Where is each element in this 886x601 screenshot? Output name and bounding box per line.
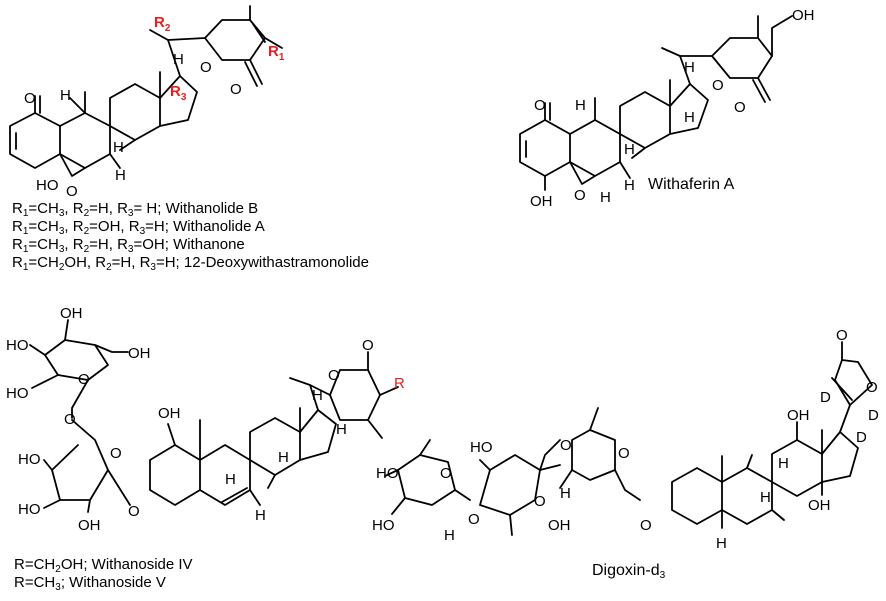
atom-oh: OH: [128, 345, 151, 362]
atom-oh: OH: [78, 517, 101, 534]
atom-ho: HO: [6, 385, 29, 402]
definition-line-3: R1=CH3, R2=H, R3=OH; Withanone: [12, 236, 245, 255]
atom-o-ring: O: [618, 445, 630, 462]
atom-oh: OH: [530, 193, 553, 210]
atom-o-link: O: [64, 411, 76, 428]
withaferin-a-name: Withaferin A: [648, 176, 735, 193]
definition-line-1: R1=CH3, R2=H, R3= H; Withanolide B: [12, 200, 259, 219]
atom-h: H: [173, 51, 184, 68]
atom-d: D: [820, 389, 831, 406]
atom-o-link: O: [560, 437, 572, 454]
atom-h: H: [336, 421, 347, 438]
atom-o-link: O: [468, 511, 480, 528]
atom-o-carbonyl: O: [836, 327, 848, 344]
definition-line-2: R1=CH3, R2=OH, R3=H; Withanolide A: [12, 218, 265, 237]
digoxin-d3-name: Digoxin-d3: [592, 562, 666, 581]
atom-oh: OH: [792, 7, 815, 24]
withanoside-definitions: R=CH2OH; Withanoside IV R=CH3; Withanosi…: [14, 556, 193, 593]
atom-o-carbonyl: O: [230, 81, 242, 98]
atom-h: H: [684, 59, 695, 76]
withanolide-definitions: R1=CH3, R2=H, R3= H; Withanolide B R1=CH…: [12, 200, 369, 273]
atom-h: H: [575, 97, 586, 114]
definition-line-1: R=CH2OH; Withanoside IV: [14, 556, 193, 575]
atom-o-link: O: [640, 517, 652, 534]
r1-label: R1: [268, 43, 285, 63]
withanolide-core-structure: [9, 5, 283, 177]
atom-h: H: [115, 167, 126, 184]
definition-line-4: R1=CH2OH, R2=H, R3=H; 12-Deoxywithastram…: [12, 254, 369, 273]
atom-ho: HO: [18, 451, 41, 468]
atom-oh: OH: [808, 497, 831, 514]
atom-ho: HO: [470, 439, 493, 456]
atom-oh: OH: [787, 407, 810, 424]
r3-label: R3: [170, 83, 187, 103]
atom-o-ring: O: [78, 371, 90, 388]
atom-ho: HO: [372, 517, 395, 534]
atom-h: H: [225, 471, 236, 488]
atom-h: H: [560, 485, 571, 502]
atom-ho: HO: [36, 177, 59, 194]
atom-o-lactone: O: [200, 59, 212, 76]
atom-o-epoxide: O: [574, 187, 586, 204]
digoxin-d3-structure: [384, 341, 873, 536]
atom-oh: OH: [60, 305, 83, 322]
atom-o-carbonyl: O: [734, 99, 746, 116]
atom-o-ring: O: [440, 465, 452, 482]
atom-h: H: [600, 189, 611, 206]
atom-ho: HO: [376, 465, 399, 482]
atom-h: H: [312, 387, 323, 404]
definition-line-2: R=CH3; Withanoside V: [14, 574, 166, 593]
withaferin-a-structure: [519, 15, 793, 191]
atom-h: H: [60, 87, 71, 104]
atom-o-ring: O: [866, 379, 878, 396]
atom-o-link: O: [128, 503, 140, 520]
atom-o-epoxide: O: [66, 183, 78, 200]
atom-h: H: [684, 109, 695, 126]
atom-h: H: [255, 507, 266, 524]
atom-h: H: [778, 455, 789, 472]
r-label: R: [394, 375, 405, 392]
atom-ho: HO: [6, 337, 29, 354]
r2-label: R2: [154, 14, 171, 34]
atom-o-ketone: O: [534, 97, 546, 114]
atom-h: H: [624, 141, 635, 158]
atom-o-lactone: O: [328, 367, 340, 384]
atom-o-carbonyl: O: [362, 337, 374, 354]
atom-h: H: [113, 139, 124, 156]
atom-h: H: [716, 535, 727, 552]
atom-h: H: [760, 489, 771, 506]
atom-h: H: [444, 527, 455, 544]
atom-oh: OH: [548, 517, 571, 534]
atom-d: D: [856, 429, 867, 446]
atom-o-ring: O: [534, 493, 546, 510]
atom-o-ketone: O: [24, 90, 36, 107]
atom-h: H: [624, 177, 635, 194]
atom-ho: HO: [18, 501, 41, 518]
atom-h: H: [278, 449, 289, 466]
withanoside-structure: [29, 319, 399, 513]
atom-o-lactone: O: [712, 77, 724, 94]
atom-o-ring: O: [110, 445, 122, 462]
atom-d: D: [868, 407, 879, 424]
atom-oh: OH: [158, 405, 181, 422]
